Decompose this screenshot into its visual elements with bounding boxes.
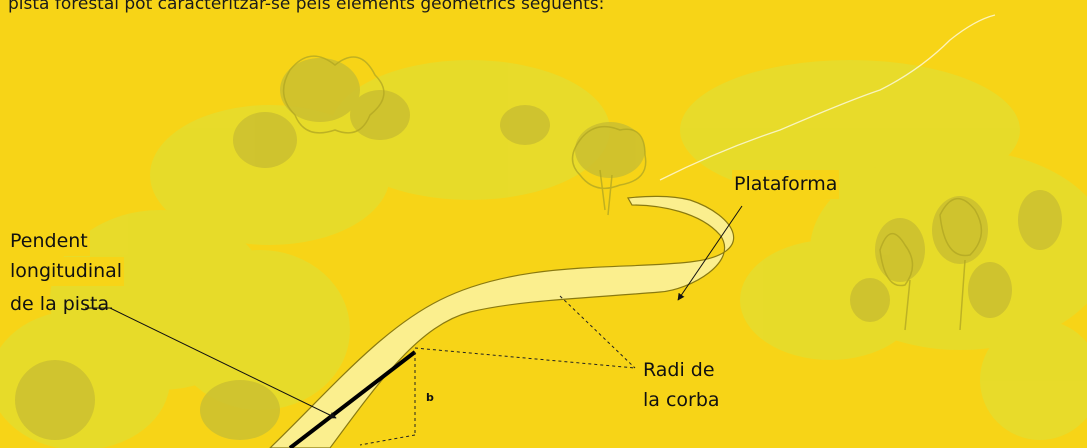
arrow-plataforma	[677, 205, 743, 301]
slope-line	[288, 350, 417, 448]
label-radi-line1: Radi de	[641, 356, 717, 385]
ridge-line	[659, 14, 996, 181]
road-surface	[269, 195, 735, 448]
label-pendent-line3: de la pista	[10, 293, 110, 315]
label-pendent-line2: longitudinal	[8, 257, 125, 286]
label-b: b	[426, 391, 434, 404]
intro-text: pista forestal pot caracteritzar-se pels…	[8, 0, 605, 14]
arrow-pendent	[109, 307, 337, 419]
label-pendent-line1: Pendent	[8, 227, 90, 256]
construction-lines	[359, 295, 636, 446]
tree-outlines	[282, 55, 983, 331]
label-radi-line2: la corba	[641, 386, 722, 415]
foliage-olive	[15, 58, 1062, 440]
label-plataforma: Plataforma	[732, 170, 840, 199]
